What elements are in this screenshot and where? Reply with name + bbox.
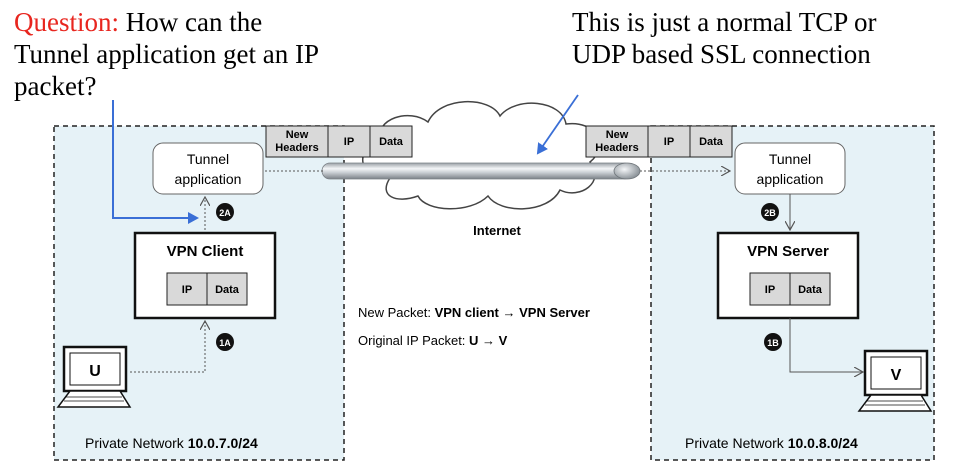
- right-tunnel-label-1: Tunnel: [769, 151, 811, 167]
- legend-new-packet-value: VPN client → VPN Server: [435, 305, 590, 320]
- legend-original-prefix: Original IP Packet:: [358, 333, 469, 348]
- left-inner-ip-cell: [166, 272, 208, 306]
- vpn-server-title: VPN Server: [747, 243, 829, 260]
- note-line-1: This is just a normal TCP or: [572, 7, 877, 37]
- question-text: Question: How can the Tunnel application…: [14, 6, 319, 102]
- tunnel-pipe: [321, 162, 633, 180]
- keyboard-v-icon: [857, 394, 933, 412]
- badge-1b: 1B: [764, 333, 782, 351]
- badge-2b: 2B: [761, 203, 779, 221]
- right-outer-headers-1: New: [606, 129, 629, 141]
- badge-2a-label: 2A: [219, 208, 231, 218]
- left-network-label-text: Private Network: [85, 435, 188, 451]
- question-line-2: Tunnel application get an IP: [14, 39, 319, 69]
- left-tunnel-label-1: Tunnel: [187, 151, 229, 167]
- question-line-1: Question: How can the: [14, 6, 319, 38]
- left-network-label: Private Network 10.0.7.0/24: [85, 435, 258, 451]
- flow-u-to-client: [130, 322, 205, 373]
- left-outer-ip: IP: [344, 136, 354, 148]
- left-inner-data: Data: [215, 284, 240, 296]
- left-outer-data: Data: [379, 136, 404, 148]
- tunnel-pipe-end: [613, 162, 641, 180]
- left-outer-headers-1: New: [286, 129, 309, 141]
- left-tunnel-label-2: application: [175, 171, 242, 187]
- right-inner-ip-cell: [749, 272, 791, 306]
- left-tunnel-app: [152, 142, 264, 195]
- right-inner-ip: IP: [765, 284, 775, 296]
- note-arrow: [536, 94, 579, 155]
- right-network-subnet: 10.0.8.0/24: [788, 435, 858, 451]
- legend-original-packet: Original IP Packet: U → V: [358, 333, 508, 348]
- internet-label: Internet: [473, 223, 521, 238]
- badge-2b-label: 2B: [764, 208, 776, 218]
- computer-u: U: [56, 345, 132, 408]
- right-inner-data: Data: [798, 284, 823, 296]
- badge-1b-label: 1B: [767, 338, 779, 348]
- left-outer-packet: New Headers IP Data: [265, 125, 413, 158]
- legend-new-packet-prefix: New Packet:: [358, 305, 435, 320]
- computer-v-label: V: [891, 367, 902, 384]
- computer-v: V: [857, 349, 933, 412]
- right-inner-data-cell: [789, 272, 831, 306]
- right-outer-data: Data: [699, 136, 724, 148]
- left-inner-ip: IP: [182, 284, 192, 296]
- left-network-subnet: 10.0.7.0/24: [188, 435, 258, 451]
- right-outer-ip: IP: [664, 136, 674, 148]
- badge-1a-label: 1A: [219, 338, 231, 348]
- badge-2a: 2A: [216, 203, 234, 221]
- question-prefix: Question:: [14, 7, 119, 37]
- right-network-label-text: Private Network: [685, 435, 788, 451]
- question-line-1-text: How can the: [125, 7, 263, 37]
- question-line-3: packet?: [14, 71, 97, 101]
- vpn-client-title: VPN Client: [167, 243, 244, 260]
- badge-1a: 1A: [216, 333, 234, 351]
- flow-server-to-v: [789, 318, 862, 372]
- right-tunnel-label-2: application: [757, 171, 824, 187]
- right-outer-packet: New Headers IP Data: [585, 125, 733, 158]
- computer-u-label: U: [89, 363, 101, 380]
- right-outer-headers-2: Headers: [595, 142, 638, 154]
- left-outer-headers-2: Headers: [275, 142, 318, 154]
- left-inner-data-cell: [206, 272, 248, 306]
- legend-new-packet: New Packet: VPN client → VPN Server: [358, 305, 590, 320]
- right-network-label: Private Network 10.0.8.0/24: [685, 435, 858, 451]
- note-line-2: UDP based SSL connection: [572, 39, 871, 69]
- legend-original-value: U → V: [469, 333, 508, 348]
- question-arrow: [112, 100, 199, 224]
- keyboard-u-icon: [56, 390, 132, 408]
- connection-note: This is just a normal TCP or UDP based S…: [572, 6, 877, 70]
